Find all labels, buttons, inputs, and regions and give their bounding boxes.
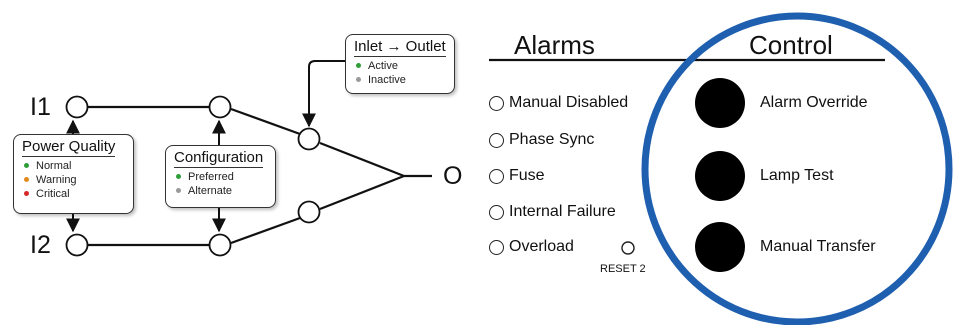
- manual-transfer-label: Manual Transfer: [760, 238, 876, 255]
- alarm-override-button[interactable]: [695, 78, 745, 128]
- configuration-legend: Configuration Preferred Alternate: [165, 145, 276, 208]
- lower-merge-line: [319, 174, 405, 211]
- i1-node: [65, 95, 89, 119]
- alarm-indicator: [489, 168, 504, 184]
- warning-status-dot: [24, 177, 29, 183]
- lower-merge-node: [297, 200, 321, 224]
- inlet-outlet-arrow: [302, 60, 345, 128]
- inlet-outlet-title: Inlet → Outlet: [354, 38, 446, 57]
- legend-item-critical: Critical: [22, 187, 125, 201]
- legend-item-normal: Normal: [22, 159, 125, 173]
- lamp-test-button[interactable]: [695, 151, 745, 201]
- reset-2-led[interactable]: [621, 241, 635, 255]
- alarm-manual-disabled: Manual Disabled: [489, 94, 628, 112]
- i1-switch-node: [208, 95, 232, 119]
- alarm-indicator: [489, 95, 504, 111]
- alarms-heading: Alarms: [514, 30, 595, 60]
- alarm-indicator: [489, 132, 504, 148]
- lower-branch-line: [230, 216, 301, 245]
- alarm-indicator: [489, 204, 504, 220]
- inlet-outlet-legend: Inlet → Outlet Active Inactive: [345, 34, 455, 94]
- input-2-label: I2: [30, 231, 51, 259]
- alarm-internal-failure: Internal Failure: [489, 203, 616, 221]
- legend-item-warning: Warning: [22, 173, 125, 187]
- manual-transfer-button[interactable]: [695, 222, 745, 272]
- alarm-fuse: Fuse: [489, 167, 545, 185]
- normal-status-dot: [24, 163, 29, 169]
- critical-status-dot: [24, 191, 29, 197]
- configuration-title: Configuration: [174, 149, 264, 168]
- alarm-override-label: Alarm Override: [760, 94, 868, 111]
- upper-merge-line: [319, 141, 405, 178]
- control-heading: Control: [749, 30, 833, 60]
- alarm-phase-sync: Phase Sync: [489, 131, 594, 149]
- control-ring: [641, 12, 953, 325]
- legend-item-preferred: Preferred: [174, 170, 267, 184]
- upper-branch-line: [230, 107, 301, 136]
- inactive-status-dot: [356, 77, 361, 83]
- upper-merge-node: [297, 127, 321, 151]
- legend-item-active: Active: [354, 59, 446, 73]
- legend-item-inactive: Inactive: [354, 73, 446, 87]
- i2-node: [65, 233, 89, 257]
- reset-2-label: RESET 2: [600, 263, 646, 275]
- preferred-status-dot: [176, 174, 181, 180]
- input-1-label: I1: [30, 93, 51, 121]
- power-quality-title: Power Quality: [22, 138, 116, 157]
- alternate-status-dot: [176, 188, 181, 194]
- legend-item-alternate: Alternate: [174, 184, 267, 198]
- lamp-test-label: Lamp Test: [760, 167, 834, 184]
- output-label: O: [443, 162, 463, 190]
- alarm-indicator: [489, 239, 504, 255]
- i2-switch-node: [208, 233, 232, 257]
- alarm-overload: Overload: [489, 238, 574, 256]
- active-status-dot: [356, 63, 361, 69]
- power-quality-legend: Power Quality Normal Warning Critical: [13, 134, 134, 214]
